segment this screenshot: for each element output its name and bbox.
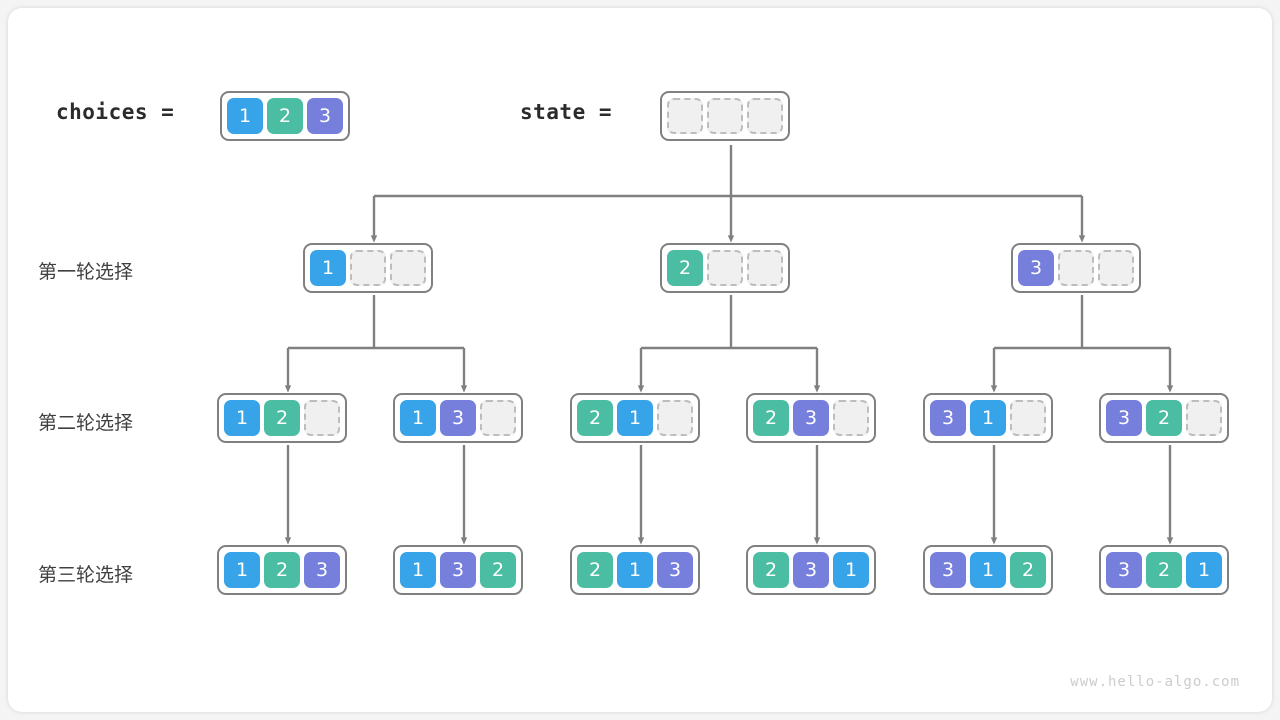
choices-cell-1: 1	[227, 98, 263, 134]
node-cell-1: 1	[1186, 552, 1222, 588]
node-cell-1: 1	[400, 552, 436, 588]
node-cell-2: 2	[1010, 552, 1046, 588]
node-cell-3: 3	[440, 552, 476, 588]
node-cell-1: 1	[224, 552, 260, 588]
node-cell-3: 3	[657, 552, 693, 588]
state-cell-empty	[747, 98, 783, 134]
state-label: state =	[520, 100, 613, 124]
node-cell-1: 1	[617, 552, 653, 588]
node-cell-2: 2	[264, 400, 300, 436]
node-cell-empty	[657, 400, 693, 436]
node-cell-1: 1	[310, 250, 346, 286]
node-cell-2: 2	[1146, 552, 1182, 588]
node-cell-2: 2	[753, 552, 789, 588]
node-cell-2: 2	[577, 400, 613, 436]
node-cell-3: 3	[930, 400, 966, 436]
watermark: www.hello-algo.com	[1070, 674, 1240, 690]
node-cell-2: 2	[1146, 400, 1182, 436]
node-cell-empty	[747, 250, 783, 286]
node-cell-3: 3	[1106, 400, 1142, 436]
node-cell-3: 3	[793, 552, 829, 588]
node-cell-empty	[1098, 250, 1134, 286]
node-cell-2: 2	[667, 250, 703, 286]
row-label-round-3: 第三轮选择	[38, 564, 134, 586]
node-cell-3: 3	[440, 400, 476, 436]
choices-cell-2: 2	[267, 98, 303, 134]
tree-node-level1-1: 2	[660, 243, 790, 293]
choices-cell-3: 3	[307, 98, 343, 134]
node-cell-empty	[350, 250, 386, 286]
node-cell-empty	[1058, 250, 1094, 286]
node-cell-1: 1	[617, 400, 653, 436]
tree-node-level1-0: 1	[303, 243, 433, 293]
node-cell-empty	[833, 400, 869, 436]
node-cell-3: 3	[1106, 552, 1142, 588]
node-cell-1: 1	[833, 552, 869, 588]
row-label-round-1: 第一轮选择	[38, 261, 134, 283]
node-cell-2: 2	[264, 552, 300, 588]
node-cell-empty	[304, 400, 340, 436]
node-cell-empty	[390, 250, 426, 286]
node-cell-3: 3	[930, 552, 966, 588]
node-cell-1: 1	[970, 400, 1006, 436]
node-cell-empty	[1186, 400, 1222, 436]
node-cell-3: 3	[793, 400, 829, 436]
node-cell-empty	[1010, 400, 1046, 436]
choices-label: choices =	[56, 100, 175, 124]
node-cell-1: 1	[970, 552, 1006, 588]
row-label-round-2: 第二轮选择	[38, 412, 134, 434]
state-cell-empty	[667, 98, 703, 134]
node-cell-3: 3	[1018, 250, 1054, 286]
node-cell-2: 2	[753, 400, 789, 436]
node-cell-2: 2	[480, 552, 516, 588]
state-array	[660, 91, 790, 141]
node-cell-2: 2	[577, 552, 613, 588]
node-cell-empty	[707, 250, 743, 286]
node-cell-empty	[480, 400, 516, 436]
node-cell-1: 1	[400, 400, 436, 436]
node-cell-1: 1	[224, 400, 260, 436]
state-cell-empty	[707, 98, 743, 134]
tree-node-level1-2: 3	[1011, 243, 1141, 293]
node-cell-3: 3	[304, 552, 340, 588]
